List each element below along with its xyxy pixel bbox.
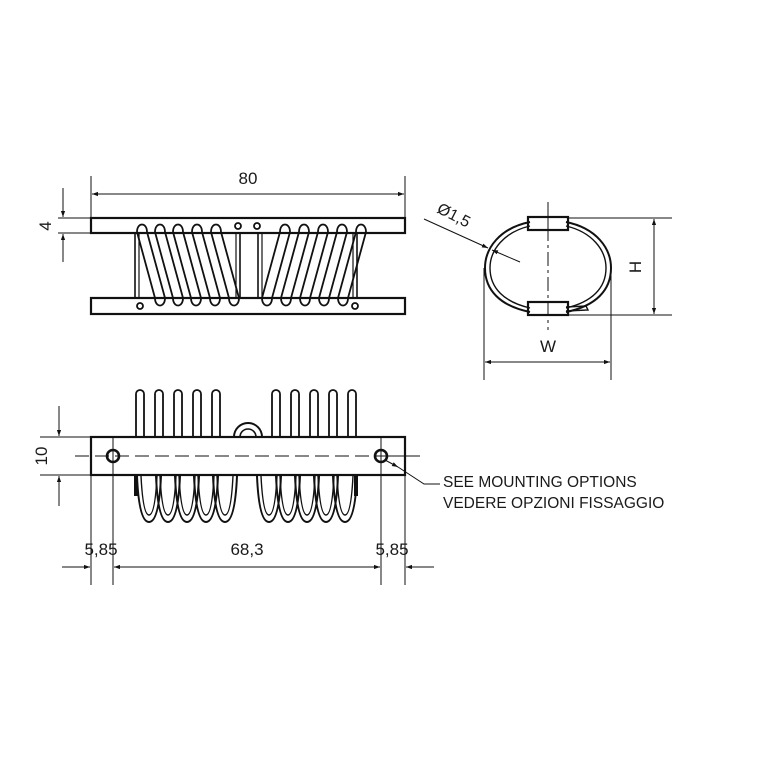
coil-turn: [154, 223, 184, 307]
coil-turn: [136, 223, 166, 307]
wire-finger: [192, 389, 202, 437]
hole-spacing-label: 68,3: [230, 540, 263, 559]
length-dimension: 80: [90, 169, 406, 218]
wire-loop-outer: [256, 475, 282, 524]
hole-mark: [234, 222, 242, 230]
hole-mark: [253, 222, 261, 230]
wire-loop-outer: [174, 475, 200, 524]
wire-loop-outer: [193, 475, 219, 524]
wire-loop-inner: [140, 475, 158, 516]
thickness-dimension: 4: [36, 188, 90, 262]
diameter-leader-inner: [491, 249, 521, 263]
wire-loop-left-inner: [489, 225, 531, 309]
hole-mark: [351, 302, 359, 310]
wire-loop-inner: [178, 475, 196, 516]
wire-finger: [211, 389, 221, 437]
center-loop-outer: [233, 422, 263, 438]
coil-turn: [299, 223, 329, 307]
wire-loop-outer: [275, 475, 301, 524]
wire-end-tab: [565, 305, 590, 312]
wire-finger: [271, 389, 281, 437]
wire-finger: [290, 389, 300, 437]
wire-loop-outer: [313, 475, 339, 524]
wire-loop-inner: [260, 475, 278, 516]
wire-finger: [309, 389, 319, 437]
note-line-1: SEE MOUNTING OPTIONS: [443, 474, 637, 491]
wire-loop-inner: [159, 475, 177, 516]
coil-turn: [280, 223, 310, 307]
wire-loop-outer: [332, 475, 358, 524]
coil-wire-top-view: [134, 223, 367, 307]
wire-loop-inner: [317, 475, 335, 516]
bottom-view: 10 5,85 68,3 5,85 SEE MOUNTING OPTIONS V…: [32, 389, 664, 585]
center-loop-inner: [239, 428, 257, 438]
wire-loop-right-inner: [565, 225, 607, 309]
right-offset-label: 5,85: [375, 540, 408, 559]
coil-turn: [337, 223, 367, 307]
wire-finger: [328, 389, 338, 437]
wire-loop-inner: [279, 475, 297, 516]
wire-end-stub: [134, 476, 138, 496]
coil-turn: [261, 223, 291, 307]
wire-loop-left-outer: [483, 221, 531, 313]
diameter-leader-outer: [423, 218, 489, 249]
wire-finger: [173, 389, 183, 437]
thickness-label: 4: [36, 221, 55, 230]
wire-loop-inner: [336, 475, 354, 516]
coil-turn: [318, 223, 348, 307]
coil-wire-bottom-view: [134, 389, 358, 524]
height-label: H: [626, 261, 645, 273]
top-plate: [89, 216, 407, 235]
wire-end-stub: [354, 476, 358, 496]
wire-loop-inner: [197, 475, 215, 516]
coil-turn: [191, 223, 221, 307]
wire-loop-outer: [155, 475, 181, 524]
wire-loop-outer: [136, 475, 162, 524]
wire-loop-outer: [212, 475, 238, 524]
width-label: W: [540, 337, 556, 356]
note-leader-line: [397, 466, 440, 485]
note-leader-arrow: [384, 459, 399, 468]
top-view: 80 4: [36, 169, 407, 316]
note-line-2: VEDERE OPZIONI FISSAGGIO: [443, 495, 664, 512]
coil-turn: [172, 223, 202, 307]
left-offset-label: 5,85: [84, 540, 117, 559]
wire-finger: [347, 389, 357, 437]
wire-loop-inner: [298, 475, 316, 516]
side-view: Ø1,5 H W: [423, 200, 672, 380]
wire-loop-outer: [294, 475, 320, 524]
wire-finger: [154, 389, 164, 437]
coil-turn: [210, 223, 240, 307]
wire-finger: [135, 389, 145, 437]
wire-loop-inner: [216, 475, 234, 516]
plate-height-label: 10: [32, 447, 51, 466]
bottom-plate: [89, 296, 407, 316]
hole-mark: [136, 302, 144, 310]
length-label: 80: [239, 169, 258, 188]
